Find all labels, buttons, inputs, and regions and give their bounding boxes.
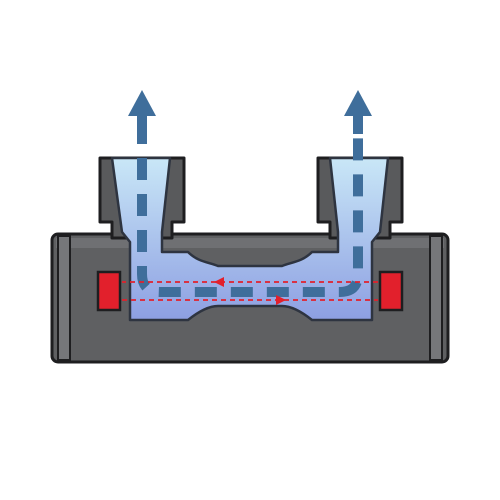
body-top-bevel bbox=[56, 238, 444, 248]
flow-channel bbox=[110, 156, 390, 322]
right-flow-arrow-stem bbox=[353, 114, 363, 134]
right-transducer bbox=[378, 270, 404, 312]
left-flow-arrow-stem bbox=[137, 114, 147, 134]
signal-paths bbox=[122, 277, 378, 305]
right-flow-arrow-icon bbox=[344, 90, 372, 116]
signal-downstream-arrow-icon bbox=[276, 295, 286, 305]
left-transducer bbox=[96, 270, 122, 312]
signal-upstream-arrow-icon bbox=[214, 277, 224, 287]
left-flow-arrow-icon bbox=[128, 90, 156, 116]
right-end-cap bbox=[429, 235, 443, 361]
left-end-cap bbox=[57, 235, 71, 361]
